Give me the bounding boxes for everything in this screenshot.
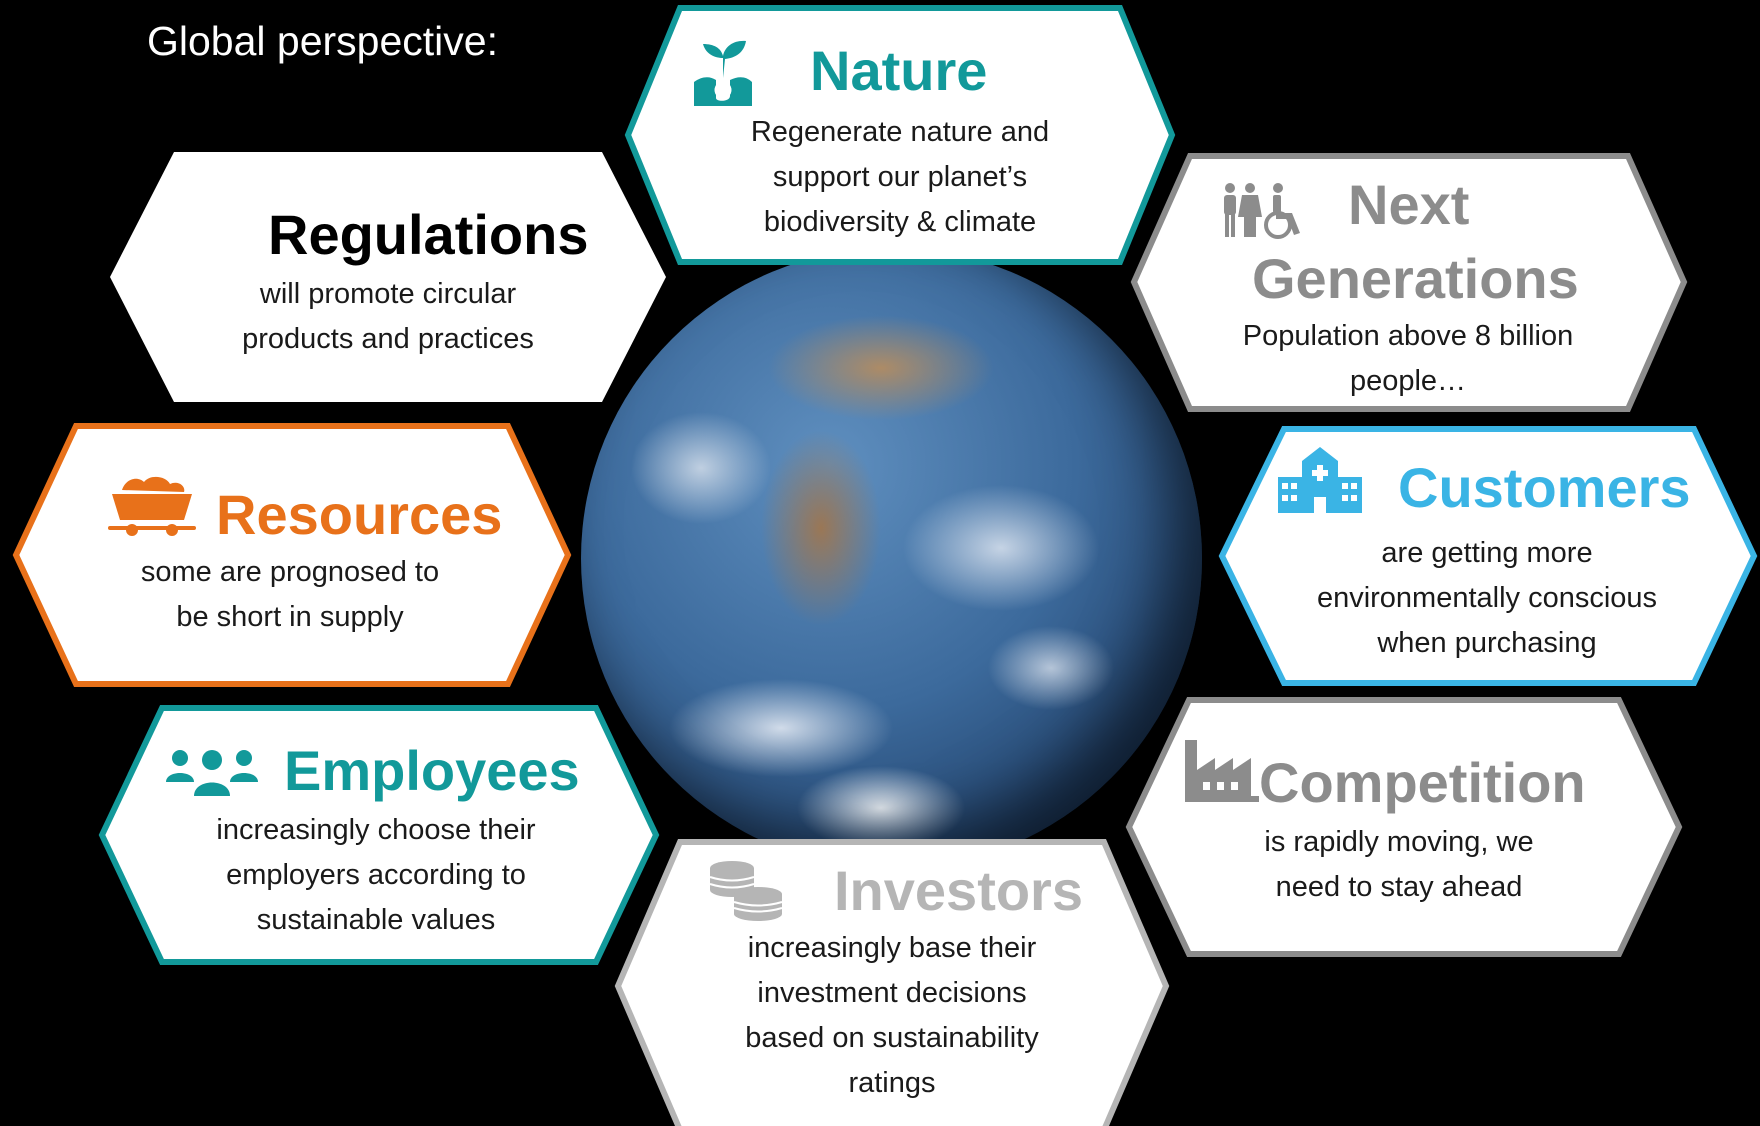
hexagon-frame	[98, 705, 660, 965]
plant-in-hand-icon	[694, 40, 752, 106]
hexagon-competition: Competition is rapidly moving, we need t…	[1123, 694, 1685, 960]
mine-cart-icon	[108, 476, 196, 536]
family-icon	[1224, 183, 1300, 239]
hexagon-customers: Customers are getting more environmental…	[1216, 423, 1760, 689]
employees-title: Employees	[284, 739, 580, 802]
next-generations-description: Population above 8 billion people…	[1188, 314, 1628, 404]
hexagon-nature: Nature Regenerate nature and support our…	[620, 0, 1180, 272]
investors-line-2: investment decisions	[757, 977, 1027, 1009]
customers-line-2: environmentally conscious	[1316, 582, 1658, 614]
regulations-description: will promote circular products and pract…	[188, 272, 588, 362]
hexagon-next-generations: Next Generations Population above 8 bill…	[1128, 150, 1690, 415]
nature-title: Nature	[810, 39, 988, 102]
nature-line-2: support our planet’s	[772, 161, 1028, 193]
investors-line-4: ratings	[848, 1067, 936, 1099]
competition-description: is rapidly moving, we need to stay ahead	[1199, 820, 1599, 910]
next-generations-title-line-2: Generations	[1252, 247, 1579, 310]
employees-description: increasingly choose their employers acco…	[156, 808, 596, 943]
hexagon-regulations: Regulations will promote circular produc…	[108, 150, 668, 404]
regulations-line-1: will promote circular	[259, 278, 517, 310]
next-generations-line-2: people…	[1349, 365, 1467, 397]
employees-line-2: employers according to	[226, 859, 526, 891]
resources-line-2: be short in supply	[176, 601, 404, 633]
customers-description: are getting more environmentally conscio…	[1282, 531, 1692, 666]
hexagon-investors: Investors increasingly base their invest…	[612, 836, 1172, 1126]
hexagon-frame	[110, 152, 666, 402]
investors-line-1: increasingly base their	[747, 932, 1037, 964]
resources-description: some are prognosed to be short in supply	[90, 550, 490, 640]
resources-title: Resources	[216, 483, 503, 546]
regulations-title: Regulations	[268, 203, 589, 266]
nature-line-3: biodiversity & climate	[763, 206, 1037, 238]
hospital-building-icon	[1278, 447, 1362, 513]
hexagon-frame	[1125, 697, 1683, 957]
employees-line-1: increasingly choose their	[216, 814, 536, 846]
regulations-line-2: products and practices	[242, 323, 534, 355]
investors-description: increasingly base their investment decis…	[676, 926, 1108, 1106]
competition-title: Competition	[1259, 751, 1586, 814]
next-generations-line-1: Population above 8 billion	[1242, 320, 1574, 352]
competition-line-2: need to stay ahead	[1275, 871, 1523, 903]
hexagon-frame	[624, 5, 1176, 265]
people-group-icon	[166, 750, 258, 796]
employees-line-3: sustainable values	[256, 904, 496, 936]
earth-image	[581, 248, 1202, 869]
resources-line-1: some are prognosed to	[140, 556, 440, 588]
hexagon-frame	[1130, 153, 1688, 412]
factory-icon	[1185, 740, 1259, 802]
hexagon-employees: Employees increasingly choose their empl…	[96, 702, 662, 968]
hexagon-resources: Resources some are prognosed to be short…	[10, 420, 574, 690]
page-heading: Global perspective:	[147, 18, 498, 64]
nature-line-1: Regenerate nature and	[750, 116, 1050, 148]
customers-title: Customers	[1398, 456, 1691, 519]
nature-description: Regenerate nature and support our planet…	[680, 110, 1120, 245]
customers-line-3: when purchasing	[1377, 627, 1597, 659]
investors-line-3: based on sustainability	[745, 1022, 1039, 1054]
coins-icon	[709, 861, 783, 921]
customers-line-1: are getting more	[1381, 537, 1593, 569]
investors-title: Investors	[834, 859, 1083, 922]
competition-line-1: is rapidly moving, we	[1264, 826, 1534, 858]
next-generations-title-line-1: Next	[1348, 173, 1470, 236]
